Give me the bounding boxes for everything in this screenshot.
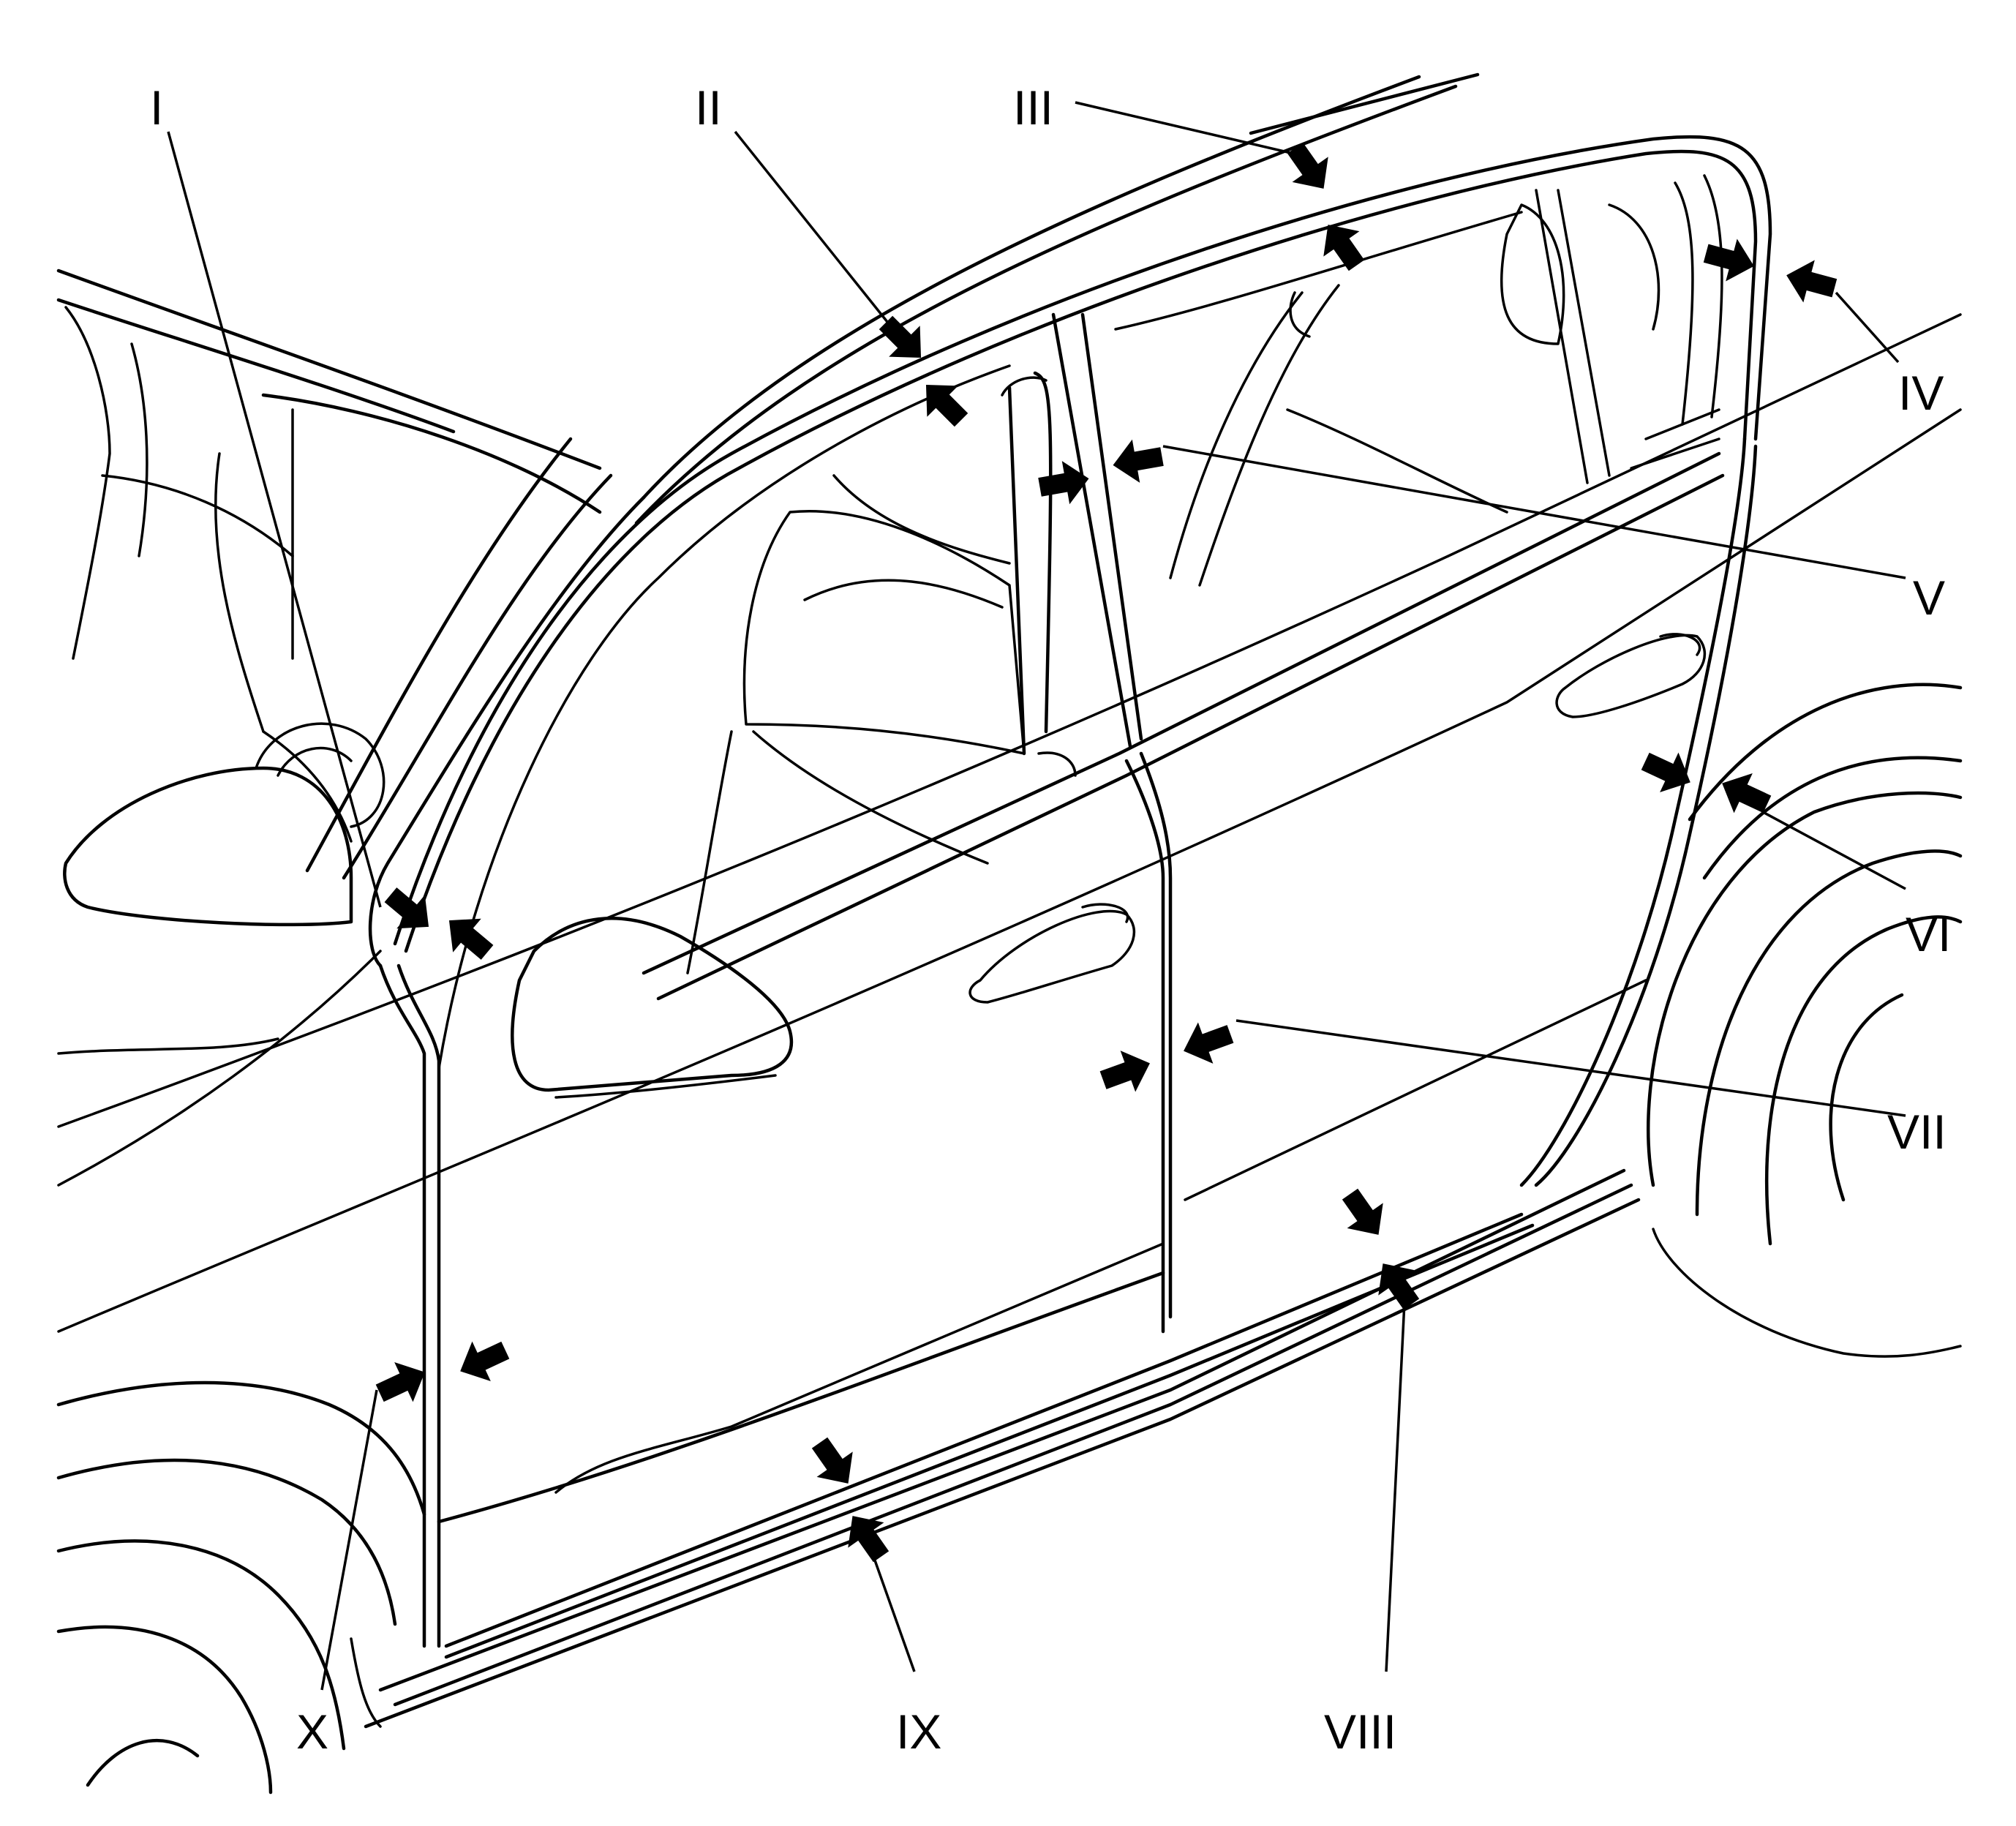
arrow-X-inner bbox=[451, 1330, 515, 1391]
callout-VIII: VIII bbox=[1324, 1705, 1396, 1759]
arrow-VII-outer bbox=[1095, 1042, 1158, 1101]
arrow-V-inner bbox=[1109, 435, 1166, 487]
arrow-IV-inner bbox=[1780, 254, 1840, 309]
callout-III: III bbox=[1013, 80, 1053, 135]
callout-I: I bbox=[150, 80, 163, 135]
callout-labels: I II III IV V VI VII VIII IX X bbox=[150, 80, 1951, 1759]
arrow-I-inner bbox=[435, 903, 502, 969]
callout-VI: VI bbox=[1906, 907, 1951, 961]
arrow-IX-outer bbox=[801, 1429, 867, 1497]
callout-II: II bbox=[695, 80, 722, 135]
arrow-I-outer bbox=[376, 878, 443, 944]
callout-IV: IV bbox=[1898, 366, 1944, 420]
callout-X: X bbox=[296, 1705, 328, 1759]
callout-IX: IX bbox=[896, 1705, 941, 1759]
arrow-IV-outer bbox=[1700, 232, 1760, 288]
arrow-III-outer bbox=[1276, 135, 1342, 202]
callout-VII: VII bbox=[1887, 1105, 1947, 1159]
arrow-VIII-outer bbox=[1331, 1181, 1397, 1248]
leader-lines bbox=[167, 101, 1906, 1691]
arrow-V-outer bbox=[1036, 456, 1093, 509]
seal-arrows bbox=[370, 135, 1840, 1570]
car-body-outline bbox=[56, 72, 1963, 1795]
callout-V: V bbox=[1913, 571, 1945, 625]
arrow-VII-inner bbox=[1176, 1013, 1238, 1072]
